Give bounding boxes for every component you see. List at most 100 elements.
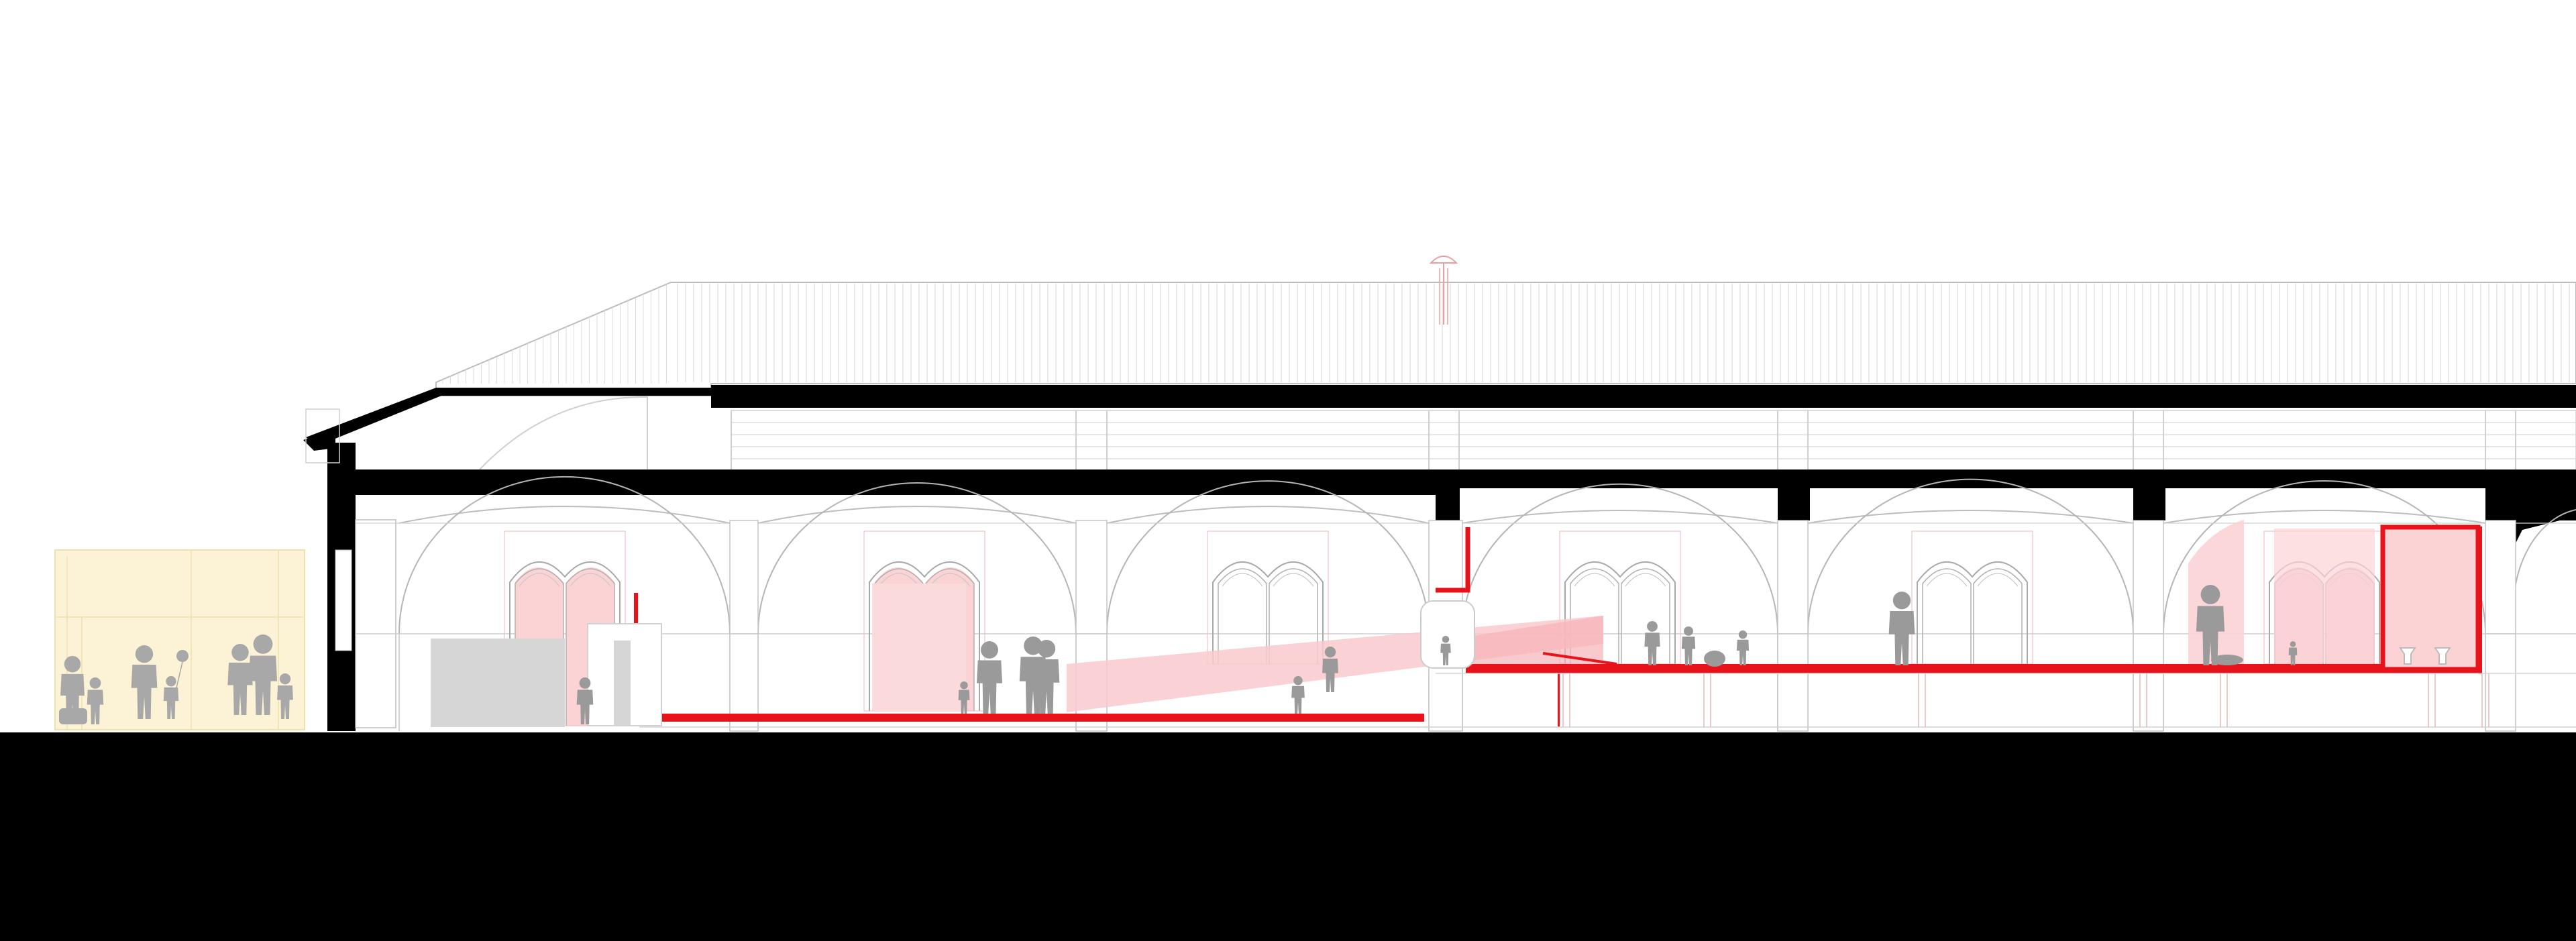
- person-body: [1322, 658, 1338, 692]
- person-body: [131, 665, 158, 719]
- window-arch: [566, 568, 615, 726]
- person-head: [1293, 676, 1303, 685]
- attic-posts: [731, 410, 2516, 471]
- person-body: [227, 662, 253, 715]
- balloon-string: [175, 661, 183, 691]
- person-body: [248, 655, 278, 715]
- person-head: [135, 645, 154, 663]
- slab-drop: [2133, 487, 2165, 520]
- person-silhouette: [1440, 636, 1451, 665]
- upper-floor-slab: [335, 469, 2576, 557]
- red-bracket: [1436, 527, 1470, 593]
- person-head: [166, 676, 176, 687]
- ground-mass: [0, 732, 2576, 941]
- window-arch: [1570, 568, 1619, 664]
- person-silhouette: [958, 681, 970, 714]
- pilaster: [729, 520, 759, 732]
- person-silhouette: [163, 676, 179, 719]
- pilaster: [2485, 520, 2516, 732]
- slab-drop: [1778, 487, 1810, 520]
- window-arch: [1973, 568, 2023, 664]
- person-silhouette: [2196, 585, 2225, 665]
- person-body: [958, 689, 970, 714]
- pilaster: [1777, 520, 1809, 732]
- furniture: [431, 600, 2451, 727]
- person-body: [2288, 647, 2298, 665]
- person-silhouette: [227, 644, 253, 715]
- pilaster: [2133, 520, 2164, 732]
- person-head: [2200, 585, 2220, 604]
- window-arch-inner: [1273, 573, 1314, 587]
- attic-arch: [479, 396, 648, 470]
- person-silhouette: [1644, 621, 1660, 665]
- person-silhouette: [1888, 592, 1915, 665]
- attic-zone: [479, 396, 2576, 472]
- person-silhouette: [1681, 626, 1696, 665]
- person-silhouette: [1291, 676, 1305, 714]
- window-arch: [874, 568, 924, 711]
- person-head: [1738, 630, 1748, 639]
- vault-arch: [1106, 480, 1430, 634]
- person-body: [87, 689, 104, 724]
- person-body: [1291, 685, 1305, 714]
- window-frame: [1917, 561, 2028, 664]
- person-silhouette: [1736, 630, 1750, 665]
- person-silhouette: [131, 645, 158, 719]
- person-head: [1037, 640, 1056, 658]
- person-head: [89, 677, 101, 689]
- vault-crown: [2163, 510, 2486, 524]
- vault-arch: [757, 482, 1077, 634]
- person-silhouette: [1322, 647, 1338, 692]
- person-body: [2196, 606, 2225, 665]
- person-body: [1736, 639, 1750, 665]
- balloon: [176, 650, 189, 662]
- arch-tints: [872, 520, 2375, 711]
- vault-crown: [1462, 510, 1778, 524]
- person-body: [1644, 632, 1660, 665]
- person-head: [960, 681, 968, 689]
- window-arch-inner: [1574, 573, 1615, 587]
- window-arch-inner: [570, 573, 611, 587]
- people-silhouettes: [576, 585, 2298, 724]
- person-head: [1647, 621, 1658, 632]
- person-body: [576, 689, 594, 724]
- vault-arch: [1807, 478, 2134, 634]
- person-body: [1681, 636, 1696, 665]
- person-head: [231, 644, 249, 661]
- window-frame: [509, 561, 621, 726]
- window-arch: [1922, 568, 1972, 664]
- window-arch: [1218, 568, 1267, 664]
- person-silhouette: [2288, 641, 2298, 665]
- window-arch: [1621, 568, 1670, 664]
- person-silhouette: [248, 634, 278, 715]
- vault-crown: [398, 506, 731, 524]
- window-arch-inner: [878, 573, 920, 587]
- window-arch: [1269, 568, 1318, 664]
- roof-hatching: [442, 284, 2570, 384]
- slab-band: [356, 487, 1436, 495]
- grey-block: [431, 639, 565, 727]
- vault-crown: [1807, 510, 2134, 524]
- person-head: [1324, 647, 1336, 658]
- window-red-frame: [1911, 531, 2033, 665]
- person-head: [279, 673, 291, 685]
- person-head: [253, 634, 273, 654]
- person-head: [1684, 626, 1693, 636]
- window-arch-inner: [1926, 573, 1968, 587]
- person-head: [64, 656, 81, 673]
- window-arch-inner: [1222, 573, 1263, 587]
- vault-crown: [757, 506, 1077, 524]
- basement-lines: [639, 673, 2576, 728]
- ventilator-icon: [1429, 256, 1458, 325]
- person-silhouette: [87, 677, 104, 724]
- window-frame: [1564, 561, 1676, 664]
- end-wall: [305, 408, 396, 731]
- roof: [303, 256, 2576, 451]
- window-frame: [869, 561, 980, 711]
- window-arch: [925, 568, 975, 711]
- red-box: [2380, 524, 2481, 672]
- person-body: [163, 687, 179, 719]
- person-body: [976, 660, 1003, 714]
